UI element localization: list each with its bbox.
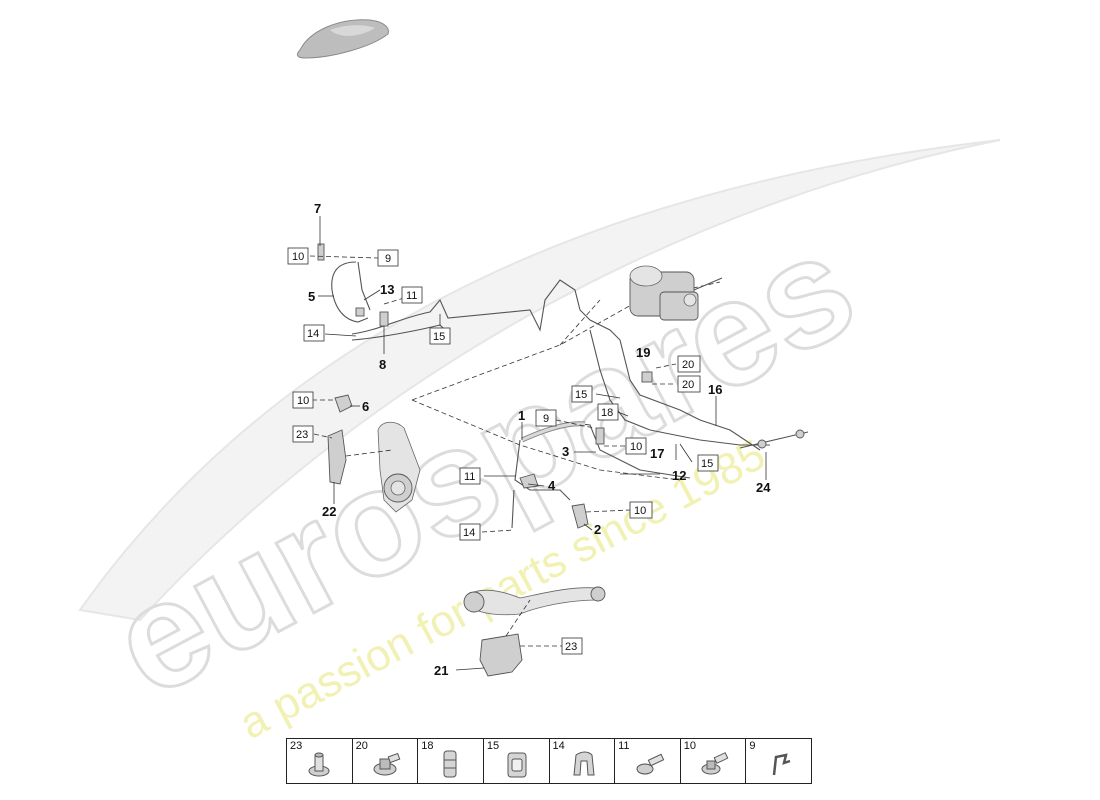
box-14: 14 — [303, 324, 325, 342]
legend-cell-10: 10 — [681, 739, 747, 783]
box-10: 10 — [287, 247, 309, 265]
bolt-flange-icon — [308, 752, 330, 777]
box-14: 14 — [459, 523, 481, 541]
box-9: 9 — [535, 409, 557, 427]
box-15: 15 — [571, 385, 593, 403]
leader-lines — [309, 216, 767, 671]
small-fittings — [317, 243, 653, 529]
legend-number: 20 — [355, 740, 368, 752]
watermark: eurospares a passion for parts since 198… — [78, 139, 1001, 749]
svg-text:11: 11 — [464, 471, 475, 483]
svg-text:14: 14 — [307, 328, 319, 340]
callout-16: 16 — [708, 382, 722, 397]
svg-text:10: 10 — [634, 505, 646, 517]
double-clip-icon — [443, 750, 457, 778]
svg-text:23: 23 — [296, 429, 308, 441]
callout-4: 4 — [548, 478, 556, 493]
callout-8: 8 — [379, 357, 386, 372]
box-11: 11 — [459, 467, 481, 485]
bracket-22 — [327, 429, 347, 485]
callout-22: 22 — [322, 504, 336, 519]
box-10: 10 — [629, 501, 653, 519]
box-20: 20 — [677, 355, 701, 373]
box-10: 10 — [292, 391, 314, 409]
legend-cell-20: 20 — [353, 739, 419, 783]
brake-hose — [520, 421, 586, 443]
svg-text:10: 10 — [630, 441, 642, 453]
control-arm-upper — [377, 421, 421, 513]
svg-text:20: 20 — [682, 359, 694, 371]
legend-number: 15 — [486, 740, 500, 752]
callout-13: 13 — [380, 282, 394, 297]
callout-7: 7 — [314, 201, 321, 216]
legend-number: 11 — [618, 740, 630, 752]
legend-cell-9: 9 — [746, 739, 811, 783]
legend-number: 23 — [290, 740, 303, 752]
brake-booster-unit — [629, 265, 723, 321]
svg-text:9: 9 — [543, 413, 549, 425]
legend-number: 10 — [683, 740, 696, 752]
callout-24: 24 — [756, 480, 771, 495]
box-15: 15 — [429, 327, 451, 345]
callout-3: 3 — [562, 444, 569, 459]
legend-cell-14: 14 — [550, 739, 616, 783]
svg-text:9: 9 — [385, 253, 391, 265]
legend-number: 18 — [421, 740, 434, 752]
line-clip-icon — [507, 752, 527, 778]
cover-plate — [479, 633, 523, 677]
svg-text:10: 10 — [297, 395, 309, 407]
legend-cell-11: 11 — [615, 739, 681, 783]
legend-cell-15: 15 — [484, 739, 550, 783]
legend-number: 14 — [552, 740, 565, 752]
svg-text:18: 18 — [601, 407, 613, 419]
svg-text:11: 11 — [406, 290, 417, 302]
connecting-link — [739, 429, 809, 449]
legend-cell-18: 18 — [418, 739, 484, 783]
callout-2: 2 — [594, 522, 601, 537]
callout-numbers: 7 5 13 8 6 22 1 3 4 2 12 17 16 19 24 21 — [308, 201, 771, 678]
callout-6: 6 — [362, 399, 369, 414]
legend-number: 9 — [749, 740, 756, 752]
control-arm-lower — [463, 586, 606, 616]
callout-17: 17 — [650, 446, 664, 461]
svg-text:15: 15 — [433, 331, 445, 343]
box-20: 20 — [677, 375, 701, 393]
svg-text:20: 20 — [682, 379, 694, 391]
callout-12: 12 — [672, 468, 686, 483]
box-15: 15 — [697, 454, 719, 472]
vehicle-thumbnail-icon — [296, 19, 389, 59]
spring-clip-icon — [773, 753, 791, 776]
svg-text:14: 14 — [463, 527, 475, 539]
callout-19: 19 — [636, 345, 650, 360]
bolt-collar-icon — [701, 752, 729, 775]
svg-text:15: 15 — [701, 458, 713, 470]
callout-boxes: 10 9 11 14 15 10 23 9 10 15 18 20 20 15 … — [287, 247, 719, 655]
box-23: 23 — [561, 637, 583, 655]
box-9: 9 — [377, 249, 399, 267]
box-23: 23 — [292, 425, 314, 443]
box-18: 18 — [597, 403, 619, 421]
svg-text:23: 23 — [565, 641, 577, 653]
parts-legend-table: 23 20 18 15 14 1 — [286, 738, 812, 784]
box-11: 11 — [401, 286, 423, 304]
bolt-icon — [636, 753, 665, 775]
bolt-washer-icon — [373, 752, 400, 776]
box-10: 10 — [625, 437, 647, 455]
svg-text:10: 10 — [292, 251, 304, 263]
callout-5: 5 — [308, 289, 315, 304]
legend-cell-23: 23 — [287, 739, 353, 783]
bracket-clip-icon — [572, 751, 595, 776]
callout-21: 21 — [434, 663, 448, 678]
callout-1: 1 — [518, 408, 525, 423]
svg-text:15: 15 — [575, 389, 587, 401]
